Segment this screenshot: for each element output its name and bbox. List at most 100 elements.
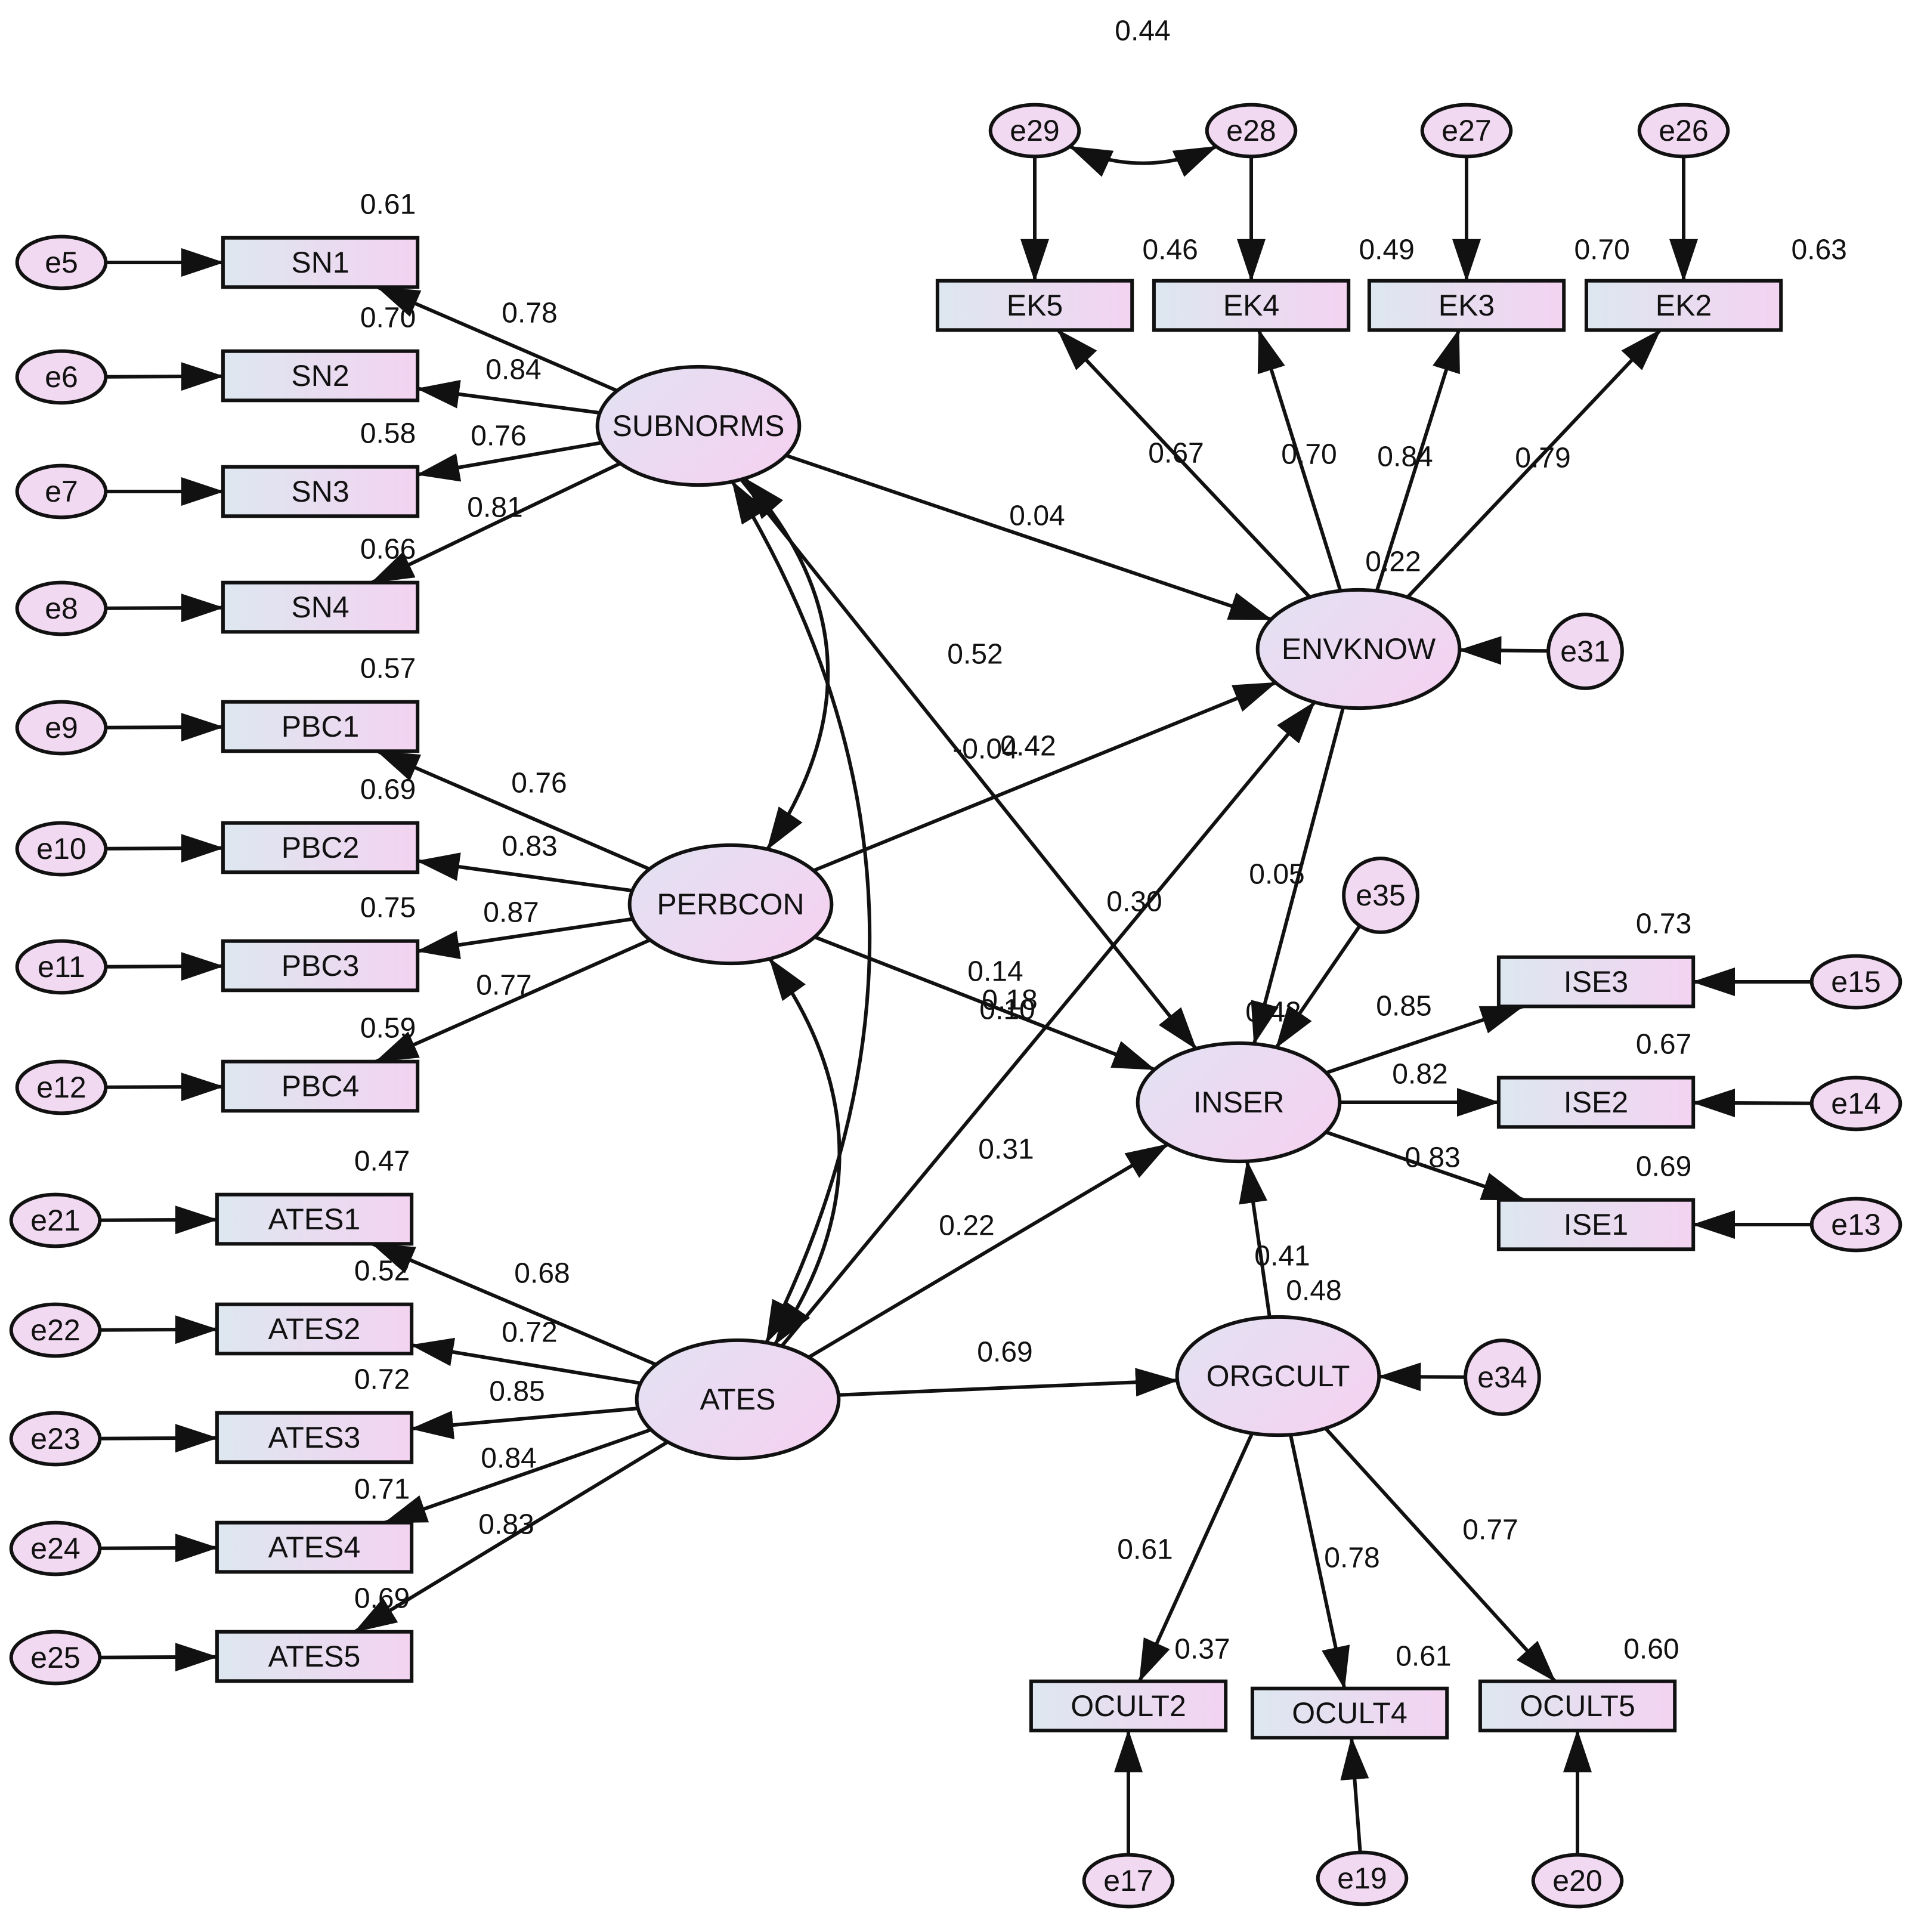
- error-e7: e7: [15, 463, 108, 520]
- error-e12: e12: [15, 1059, 108, 1115]
- latent-perbcon: PERBCON: [627, 843, 834, 966]
- loading-arrow-ek2: [1406, 329, 1662, 599]
- error-ellipse: [15, 700, 108, 756]
- error-label: e9: [45, 711, 78, 744]
- error-e10: e10: [15, 821, 108, 877]
- path-arrow-subnorms-inser: [740, 478, 1198, 1050]
- loading-arrow-ek4: [1257, 329, 1342, 592]
- loading-arrow-ocult2: [1137, 1432, 1254, 1683]
- indicator-box: [1029, 1679, 1228, 1733]
- path-label-ates-orgcult: 0.69: [977, 1337, 1032, 1368]
- r2-label-ocult5: 0.60: [1623, 1634, 1679, 1665]
- latent-ates: ATES: [635, 1338, 841, 1461]
- latent-envknow: ENVKNOW: [1255, 588, 1462, 710]
- r2-label-sn1: 0.61: [360, 188, 416, 220]
- loading-arrow-sn3: [416, 441, 602, 482]
- error-label: e34: [1477, 1361, 1527, 1394]
- error-label: e17: [1103, 1864, 1153, 1897]
- error-ellipse: [1531, 1853, 1624, 1909]
- covariance-curve-perbcon-ates: [768, 957, 842, 1346]
- indicator-ek4: EK4: [1152, 279, 1351, 332]
- error-ellipse: [1546, 613, 1624, 690]
- error-label: e14: [1831, 1087, 1880, 1120]
- error-ellipse: [1809, 954, 1903, 1010]
- indicator-label: EK2: [1656, 289, 1712, 322]
- r2-label-ise3: 0.73: [1636, 908, 1691, 939]
- loading-label-sn1: 0.78: [502, 298, 557, 329]
- indicator-pbc1: PBC1: [221, 700, 420, 753]
- loading-arrow-ek5: [1056, 329, 1311, 599]
- error-ellipse: [9, 1630, 102, 1686]
- indicator-sn3: SN3: [221, 465, 420, 518]
- loading-label-ocult4: 0.78: [1324, 1542, 1379, 1574]
- indicator-label: OCULT2: [1071, 1689, 1186, 1723]
- indicator-box: [1367, 279, 1566, 332]
- r2-label-sn2: 0.70: [360, 302, 416, 333]
- error-label: e28: [1226, 114, 1276, 147]
- indicator-label: ISE2: [1564, 1086, 1628, 1119]
- indicator-ek5: EK5: [935, 279, 1134, 332]
- error-label: e21: [30, 1204, 80, 1237]
- r2-label-ates3: 0.72: [354, 1364, 410, 1395]
- path-label-orgcult-inser: 0.41: [1254, 1241, 1310, 1272]
- path-label-perbcon-inser: 0.14: [967, 956, 1023, 988]
- loading-label-ek3: 0.84: [1377, 441, 1433, 473]
- indicator-ise2: ISE2: [1496, 1075, 1696, 1129]
- latent-ellipse: [627, 843, 834, 966]
- covariance-curve-subnorms-perbcon: [743, 477, 830, 851]
- indicator-pbc3: PBC3: [221, 939, 420, 993]
- error-label: e25: [30, 1641, 80, 1674]
- r2-label-ates4: 0.71: [354, 1473, 410, 1505]
- error-label: e6: [45, 360, 78, 394]
- error-label: e27: [1441, 114, 1491, 147]
- indicator-box: [221, 1059, 420, 1113]
- error-label: e8: [45, 592, 78, 625]
- path-label-ates-envknow: 0.10: [979, 994, 1035, 1026]
- r2-label-ates2: 0.52: [354, 1255, 410, 1287]
- indicator-label: PBC2: [282, 831, 360, 864]
- indicator-label: OCULT4: [1292, 1696, 1408, 1730]
- error-label: e10: [36, 832, 86, 865]
- loading-arrow-ise3: [1325, 1004, 1524, 1075]
- error-e28: e28: [1205, 103, 1298, 159]
- error-e20: e20: [1531, 1853, 1624, 1909]
- path-arrow-ates-orgcult: [838, 1368, 1179, 1397]
- latent-orgcult: ORGCULT: [1175, 1315, 1381, 1438]
- error-ellipse: [1809, 1075, 1903, 1132]
- error-ellipse: [15, 939, 108, 995]
- latent-label: ENVKNOW: [1282, 632, 1436, 666]
- loading-label-ates5: 0.83: [478, 1509, 534, 1541]
- smc-label-envknow: 0.22: [1365, 546, 1421, 578]
- covariance-label-e29-e28: 0.44: [1115, 16, 1170, 47]
- error-e27: e27: [1420, 103, 1513, 159]
- indicator-label: SN4: [291, 591, 349, 624]
- indicator-label: PBC3: [282, 949, 360, 982]
- indicator-ocult4: OCULT4: [1250, 1686, 1449, 1740]
- error-e22: e22: [9, 1302, 102, 1358]
- error-label: e12: [36, 1071, 86, 1104]
- indicator-label: ATES5: [268, 1640, 361, 1673]
- indicator-label: ISE3: [1564, 965, 1628, 999]
- error-ellipse: [1464, 1339, 1541, 1416]
- path-arrow-ates-inser: [808, 1142, 1169, 1359]
- indicator-box: [215, 1192, 414, 1246]
- indicator-box: [1478, 1679, 1677, 1733]
- error-e8: e8: [15, 580, 108, 636]
- loading-arrow-sn4: [370, 462, 621, 585]
- error-arrow-e10: [106, 834, 224, 863]
- error-ellipse: [15, 349, 108, 405]
- latent-ellipse: [635, 1338, 841, 1461]
- latent-ellipse: [1136, 1041, 1342, 1164]
- indicator-label: ATES2: [268, 1312, 361, 1346]
- latent-inser: INSER: [1136, 1041, 1342, 1164]
- loading-arrow-pbc1: [376, 749, 651, 871]
- indicator-box: [221, 939, 420, 993]
- loading-arrow-sn2: [416, 380, 601, 415]
- error-arrow-e25: [100, 1643, 218, 1672]
- error-ellipse: [15, 234, 108, 290]
- latent-label: INSER: [1193, 1086, 1285, 1119]
- path-arrow-perbcon-envknow: [812, 681, 1277, 873]
- loading-arrow-ates1: [371, 1242, 657, 1367]
- path-arrow-perbcon-inser: [813, 935, 1156, 1071]
- path-label-envknow-inser: 0.05: [1249, 859, 1304, 891]
